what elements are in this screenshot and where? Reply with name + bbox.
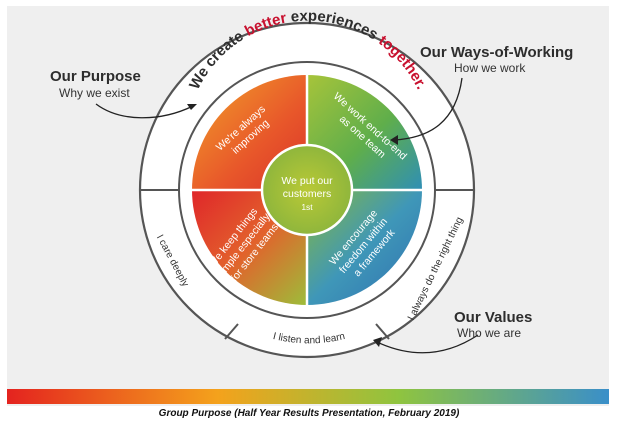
values-title: Our Values [454, 309, 533, 326]
center-line-3: 1st [301, 202, 313, 212]
values-subtitle: Who we are [457, 326, 522, 340]
center-line-2: customers [283, 188, 331, 200]
center-line-1: We put our [281, 175, 333, 187]
connector-arrows [95, 77, 479, 354]
ways-arrowhead-icon [390, 135, 398, 145]
ways-of-working-title: Our Ways-of-Working [420, 44, 574, 61]
values-arrowhead-icon [373, 337, 382, 347]
values-arrow [376, 334, 479, 354]
purpose-arrow [95, 103, 194, 119]
purpose-subtitle: Why we exist [59, 86, 130, 100]
value-bottom-label: I listen and learn [272, 331, 346, 346]
center-text: We put our customers 1st [281, 175, 333, 212]
figure-caption: Group Purpose (Half Year Results Present… [158, 408, 460, 419]
ring-dividers [141, 189, 473, 340]
rainbow-bar [7, 389, 609, 404]
purpose-title: Our Purpose [50, 68, 141, 85]
ways-of-working-subtitle: How we work [454, 61, 526, 75]
purpose-arrowhead-icon [187, 104, 197, 110]
center-circle [260, 143, 354, 237]
ways-arrow [393, 77, 463, 141]
inner-wheel [192, 75, 422, 305]
